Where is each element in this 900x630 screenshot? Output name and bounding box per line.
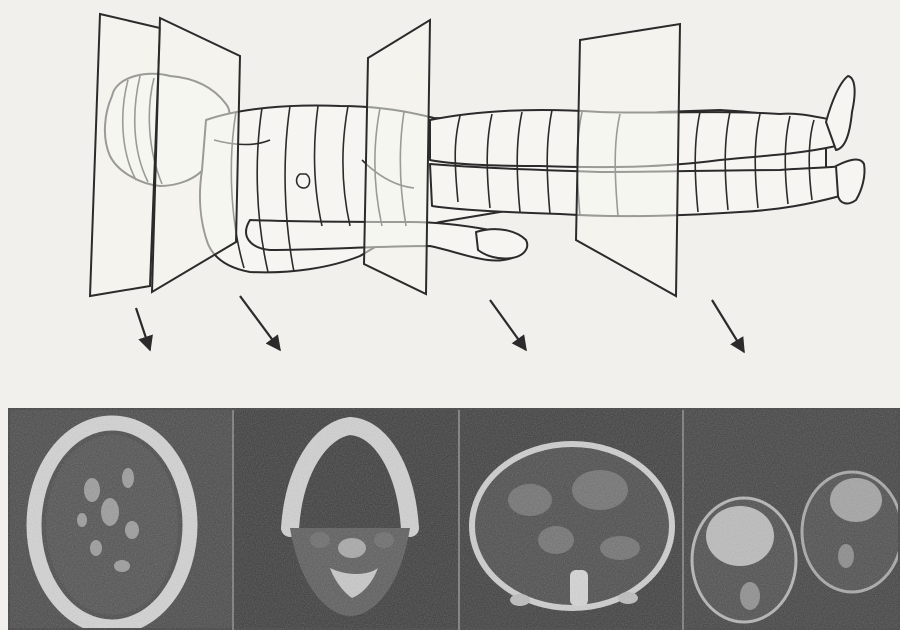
lower-foot-outline <box>836 160 865 204</box>
ct-scan-strip <box>8 408 900 630</box>
arrow-2 <box>240 296 280 350</box>
head-plane-1 <box>90 14 160 296</box>
arrow-1 <box>136 308 150 350</box>
thorax-plane <box>364 20 430 294</box>
cutting-planes <box>90 14 680 296</box>
hand-outline <box>476 229 527 258</box>
arrow-4 <box>712 300 744 352</box>
leg-plane <box>576 24 680 296</box>
arrows <box>136 296 744 352</box>
arrow-3 <box>490 300 526 350</box>
